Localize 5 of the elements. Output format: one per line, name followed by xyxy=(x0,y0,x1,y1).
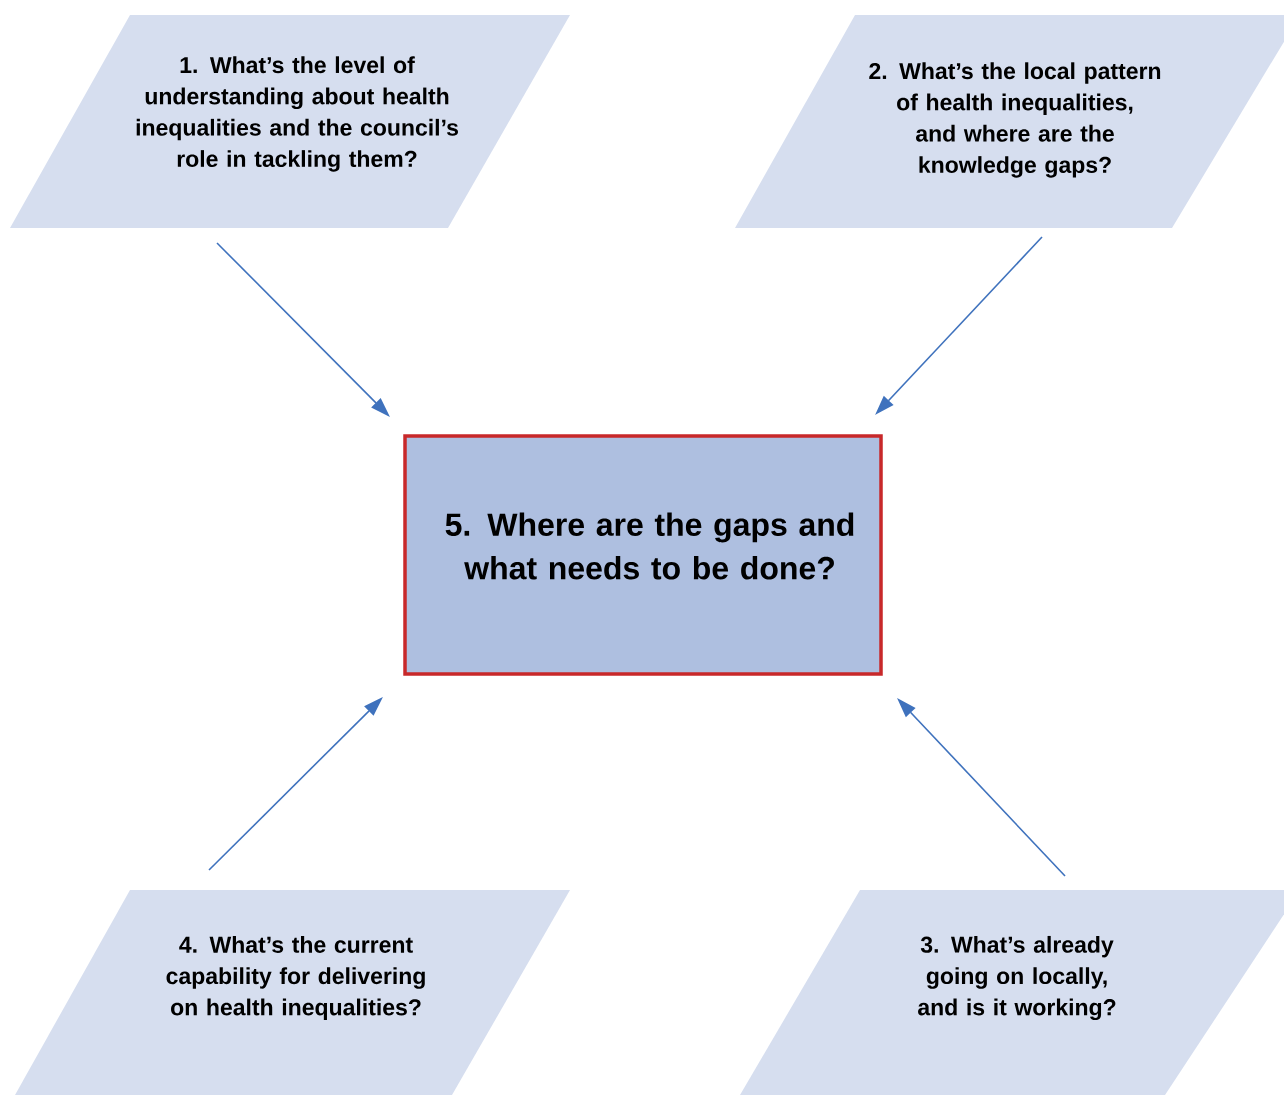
question-parallelogram: 4. What’s the current capability for delivering on health inequalities? xyxy=(15,890,570,1095)
result-box: 5. Where are the gaps and what needs to be done? xyxy=(403,434,883,676)
question-parallelogram: 2. What’s the local pattern of health inequalities, and where are the knowledge gaps? xyxy=(735,15,1284,228)
question-parallelogram: 1. What’s the level of understanding about health inequalities and the council’s role in tackling them? xyxy=(10,15,570,228)
question-parallelogram: 3. What’s already going on locally, and is it working? xyxy=(740,890,1284,1095)
